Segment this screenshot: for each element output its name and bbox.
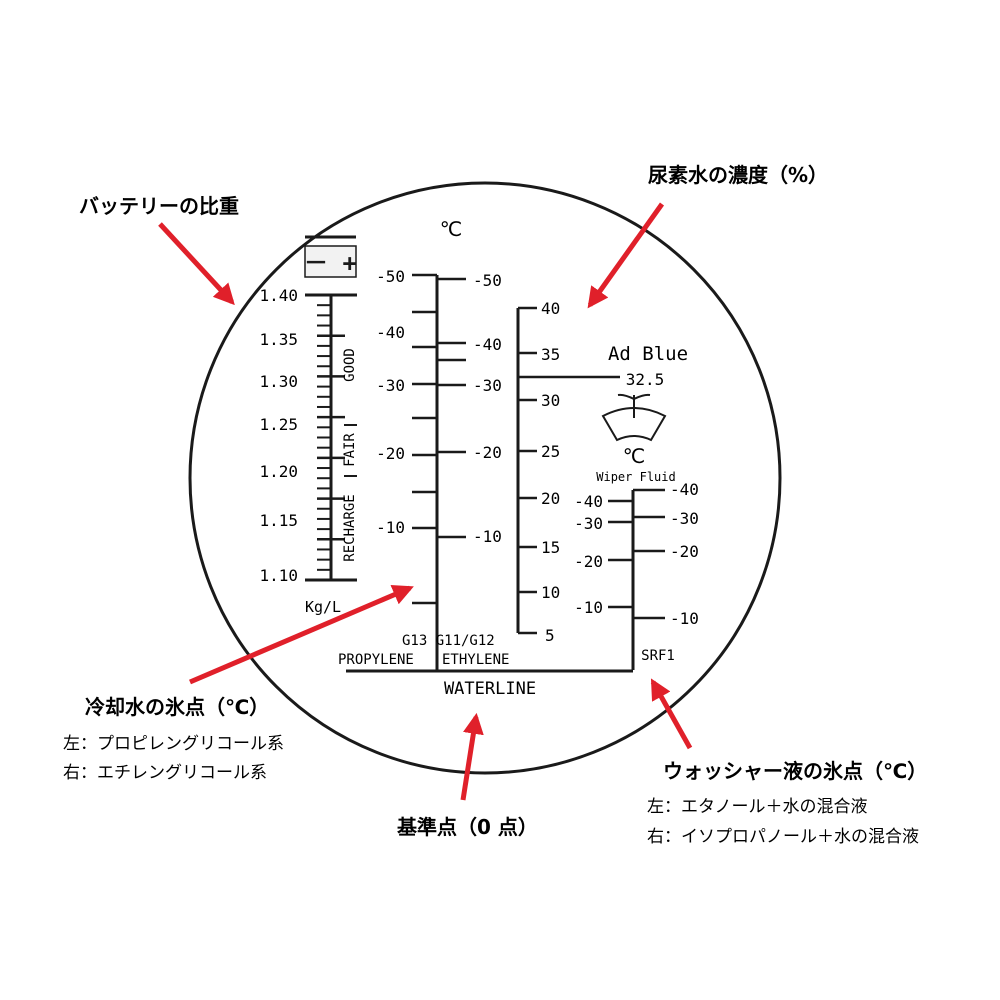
battery-tick-label: 1.15 — [259, 511, 298, 530]
adblue-tick-label: 35 — [541, 345, 560, 364]
battery-tick-label: 1.35 — [259, 330, 298, 349]
ethylene-tick-label: -30 — [473, 376, 502, 395]
washer-annotation-right: 右：イソプロパノール＋水の混合液 — [647, 827, 919, 847]
propylene-tick-label: -10 — [376, 518, 405, 537]
coolant-annotation-left: 左：プロピレングリコール系 — [63, 734, 284, 754]
battery-tick-label: 1.10 — [259, 566, 298, 585]
coolant-annotation-right: 右：エチレングリコール系 — [63, 763, 267, 783]
propylene-tick-label: -40 — [376, 323, 405, 342]
wiper-left-tick-label: -40 — [574, 492, 603, 511]
adblue-tick-label: 20 — [541, 489, 560, 508]
adblue-tick-label: 25 — [541, 442, 560, 461]
adblue-tick-label: 5 — [545, 626, 555, 645]
wiper-left-tick-label: -20 — [574, 552, 603, 571]
coolant-arrow — [189, 584, 414, 685]
washer-annotation-left: 左：エタノール＋水の混合液 — [647, 797, 868, 817]
ethylene-tick-label: -10 — [473, 527, 502, 546]
wiper-type-label: SRF1 — [641, 648, 675, 664]
battery-tick-label: 1.20 — [259, 462, 298, 481]
propylene-label: PROPYLENE — [338, 652, 414, 668]
battery-sign-box — [304, 245, 357, 278]
battery-minor-ticks — [317, 304, 345, 571]
wiper-right-tick-label: -40 — [670, 480, 699, 499]
adblue-tick-label: 10 — [541, 583, 560, 602]
battery-scale: － + 1.40 1.35 1.30 1.25 1.20 1.15 1.10 K… — [259, 235, 358, 616]
reference-arrow — [460, 712, 484, 801]
battery-zone-recharge: RECHARGE — [342, 494, 358, 561]
propylene-tick-label: -30 — [376, 376, 405, 395]
ethylene-tick-label: -50 — [473, 271, 502, 290]
windshield-icon — [601, 393, 667, 442]
reference-annotation: 基準点（0 点） — [397, 815, 538, 839]
battery-sign: － + — [304, 249, 357, 277]
washer-annotation-title: ウォッシャー液の氷点（℃） — [663, 759, 927, 783]
battery-arrow — [158, 222, 235, 306]
adblue-arrow — [587, 202, 665, 309]
ethylene-tick-label: -20 — [473, 443, 502, 462]
battery-zone-fair: FAIR — [342, 433, 358, 467]
coolant-annotation-title: 冷却水の氷点（℃） — [85, 695, 269, 719]
battery-zone-good: GOOD — [342, 348, 358, 382]
washer-arrow — [650, 678, 693, 750]
adblue-annotation: 尿素水の濃度（%） — [648, 163, 828, 187]
coolant-type-label: G13 G11/G12 — [402, 633, 495, 649]
wiper-left-tick-label: -30 — [574, 514, 603, 533]
adblue-tick-label: 15 — [541, 538, 560, 557]
wiper-right-tick-label: -10 — [670, 609, 699, 628]
waterline-label: WATERLINE — [444, 679, 536, 699]
battery-tick-label: 1.30 — [259, 372, 298, 391]
battery-tick-label: 1.40 — [259, 286, 298, 305]
wiper-celsius-label: ℃ — [623, 444, 645, 468]
adblue-tick-label: 30 — [541, 391, 560, 410]
wiper-right-tick-label: -20 — [670, 542, 699, 561]
wiper-scale: ℃ Wiper Fluid -40 -30 -20 -10 -40 -30 -2… — [574, 393, 699, 670]
coolant-celsius-label: ℃ — [440, 217, 462, 241]
adblue-title: Ad Blue — [608, 343, 688, 365]
coolant-scale: ℃ -50 -40 -30 -20 -10 -50 -40 -30 -20 -1… — [338, 217, 509, 670]
battery-annotation: バッテリーの比重 — [79, 194, 239, 218]
wiper-title: Wiper Fluid — [596, 470, 675, 484]
wiper-left-tick-label: -10 — [574, 598, 603, 617]
propylene-tick-label: -50 — [376, 267, 405, 286]
ethylene-tick-label: -40 — [473, 335, 502, 354]
eyepiece-circle — [188, 181, 782, 775]
propylene-tick-label: -20 — [376, 444, 405, 463]
ethylene-label: ETHYLENE — [442, 652, 509, 668]
adblue-value: 32.5 — [626, 370, 665, 389]
adblue-tick-label: 40 — [541, 299, 560, 318]
adblue-scale: 40 35 30 25 20 15 10 5 Ad Blue 32.5 — [516, 299, 688, 645]
battery-tick-label: 1.25 — [259, 415, 298, 434]
wiper-right-tick-label: -30 — [670, 509, 699, 528]
battery-unit: Kg/L — [305, 598, 341, 616]
